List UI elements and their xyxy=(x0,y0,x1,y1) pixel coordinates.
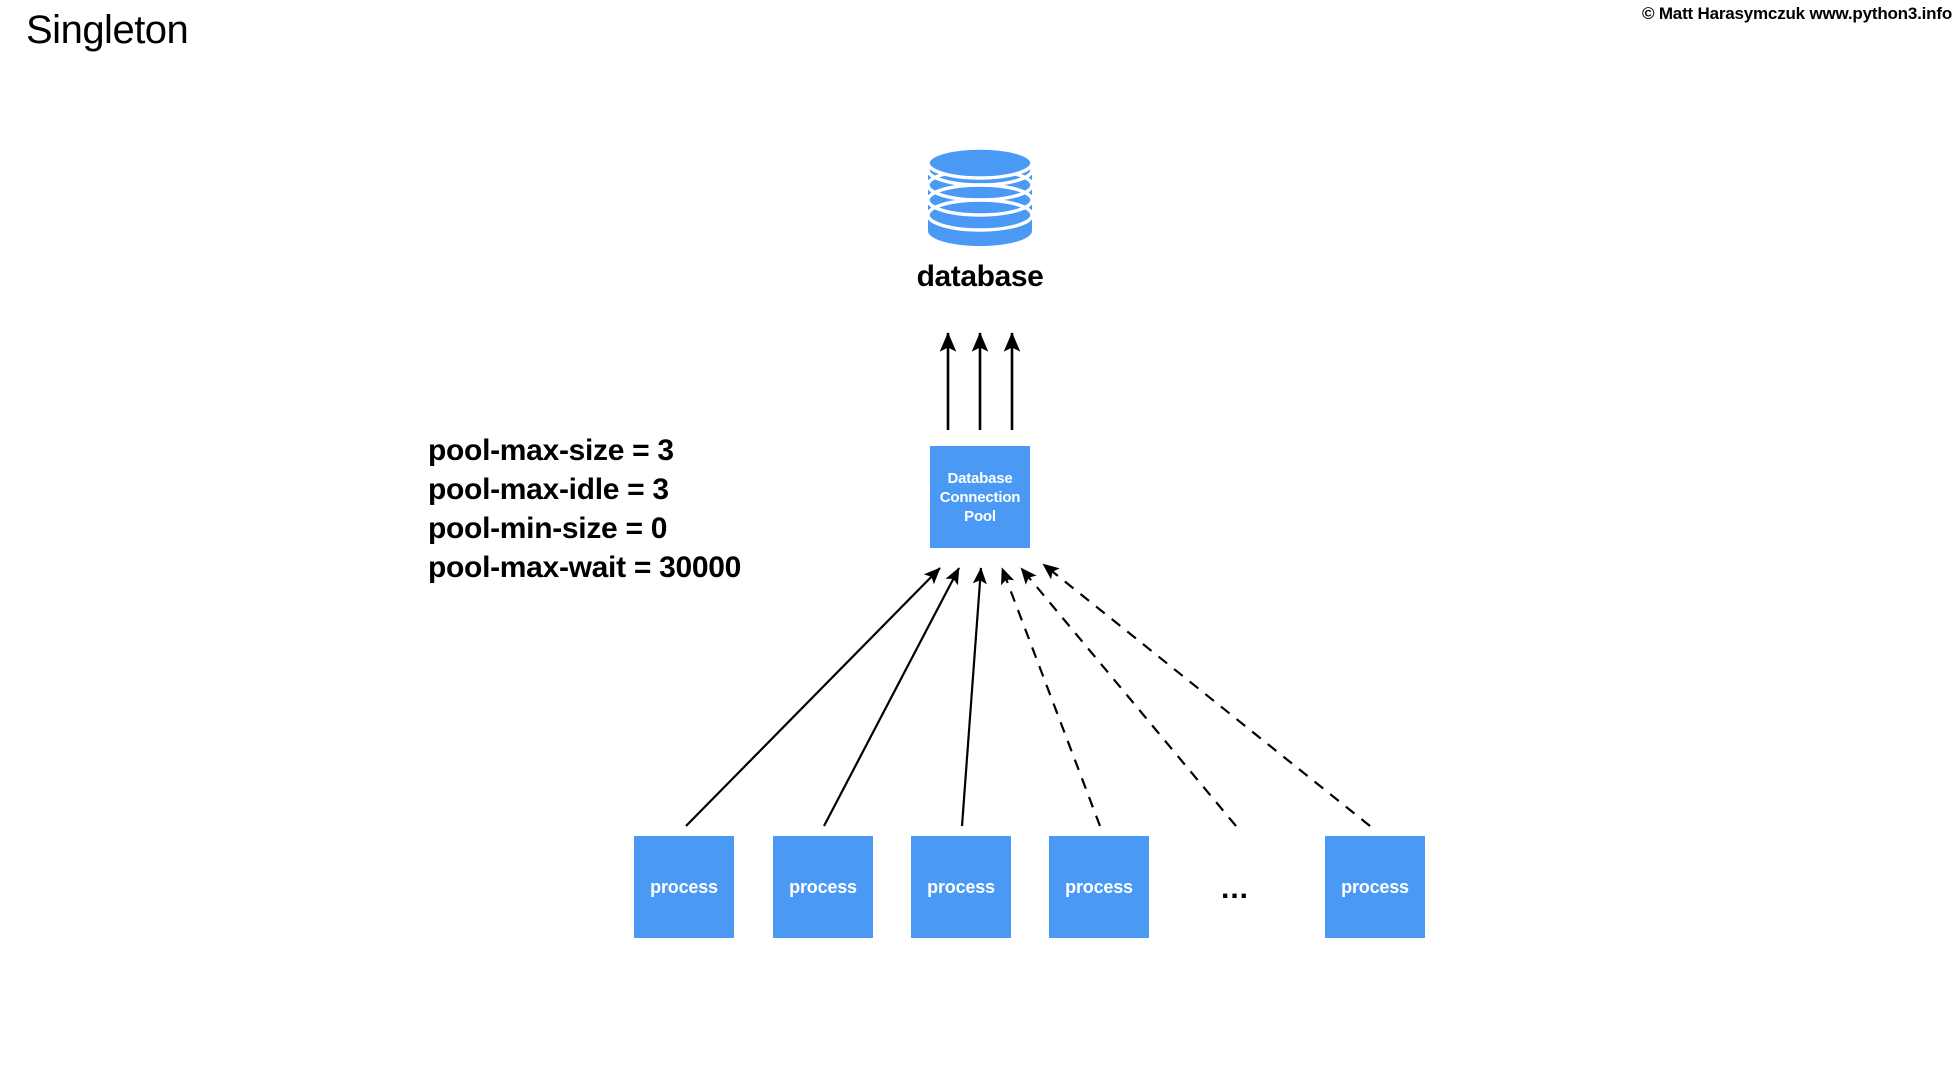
process-box-label: process xyxy=(927,876,995,897)
database-connection-pool-box: Database Connection Pool xyxy=(930,446,1030,548)
process-box-label: process xyxy=(650,876,718,897)
config-line-pool-min-size: pool-min-size = 0 xyxy=(428,512,668,545)
page-title: Singleton xyxy=(26,8,189,52)
database-label: database xyxy=(916,260,1044,293)
config-line-pool-max-size: pool-max-size = 3 xyxy=(428,434,674,467)
process-box-label: process xyxy=(1065,876,1133,897)
process-box-label: process xyxy=(1341,876,1409,897)
process-box-label: process xyxy=(789,876,857,897)
process-box: process xyxy=(773,836,873,938)
pool-label-line-2: Connection xyxy=(939,488,1021,506)
config-line-pool-max-wait: pool-max-wait = 30000 xyxy=(428,551,741,584)
process-to-pool-solid-arrows xyxy=(685,567,987,827)
pool-config-text: pool-max-size = 3 pool-max-idle = 3 pool… xyxy=(428,431,741,587)
process-box: process xyxy=(1325,836,1425,938)
process-box: process xyxy=(911,836,1011,938)
process-to-pool-dashed-arrows xyxy=(1000,563,1371,827)
pool-to-database-arrows xyxy=(939,332,1021,430)
config-line-pool-max-idle: pool-max-idle = 3 xyxy=(428,473,669,506)
process-box: process xyxy=(634,836,734,938)
database-cylinder-icon xyxy=(926,146,1034,246)
pool-label-line-3: Pool xyxy=(964,507,996,525)
process-box: process xyxy=(1049,836,1149,938)
copyright-notice: © Matt Harasymczuk www.python3.info xyxy=(1642,4,1952,23)
process-ellipsis: ... xyxy=(1220,872,1249,905)
pool-label-line-1: Database xyxy=(947,469,1013,487)
